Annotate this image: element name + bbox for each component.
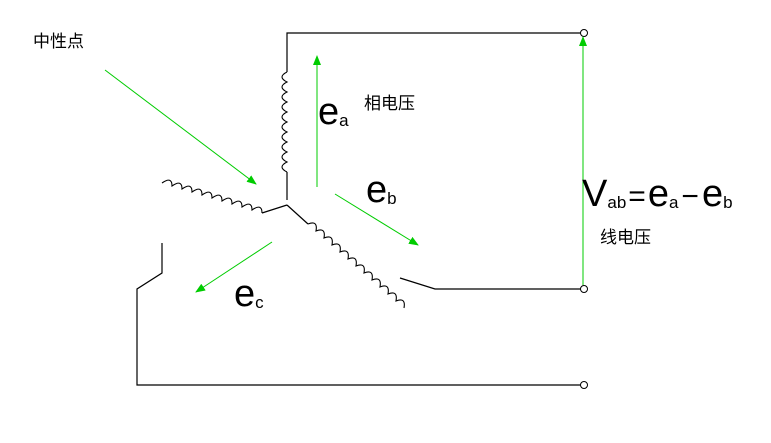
- neutral-point-label: 中性点: [33, 32, 84, 52]
- line-voltage-label: 线电压: [600, 228, 651, 248]
- ea-symbol: ea: [318, 91, 349, 133]
- phase-voltage-label: 相电压: [364, 94, 415, 114]
- ec-symbol: ec: [234, 273, 264, 315]
- eb-symbol: eb: [366, 169, 397, 211]
- ec-arrow: [195, 241, 273, 293]
- winding-c: [136, 179, 584, 386]
- winding-a: [281, 32, 584, 200]
- terminal-a: [580, 29, 588, 37]
- neutral-point-arrow: [104, 69, 257, 185]
- eb-arrow: [334, 193, 419, 246]
- winding-b: [286, 204, 584, 309]
- terminal-c: [580, 381, 588, 389]
- line-voltage-equation: Vab=ea−eb: [582, 173, 733, 215]
- terminal-b: [580, 285, 588, 293]
